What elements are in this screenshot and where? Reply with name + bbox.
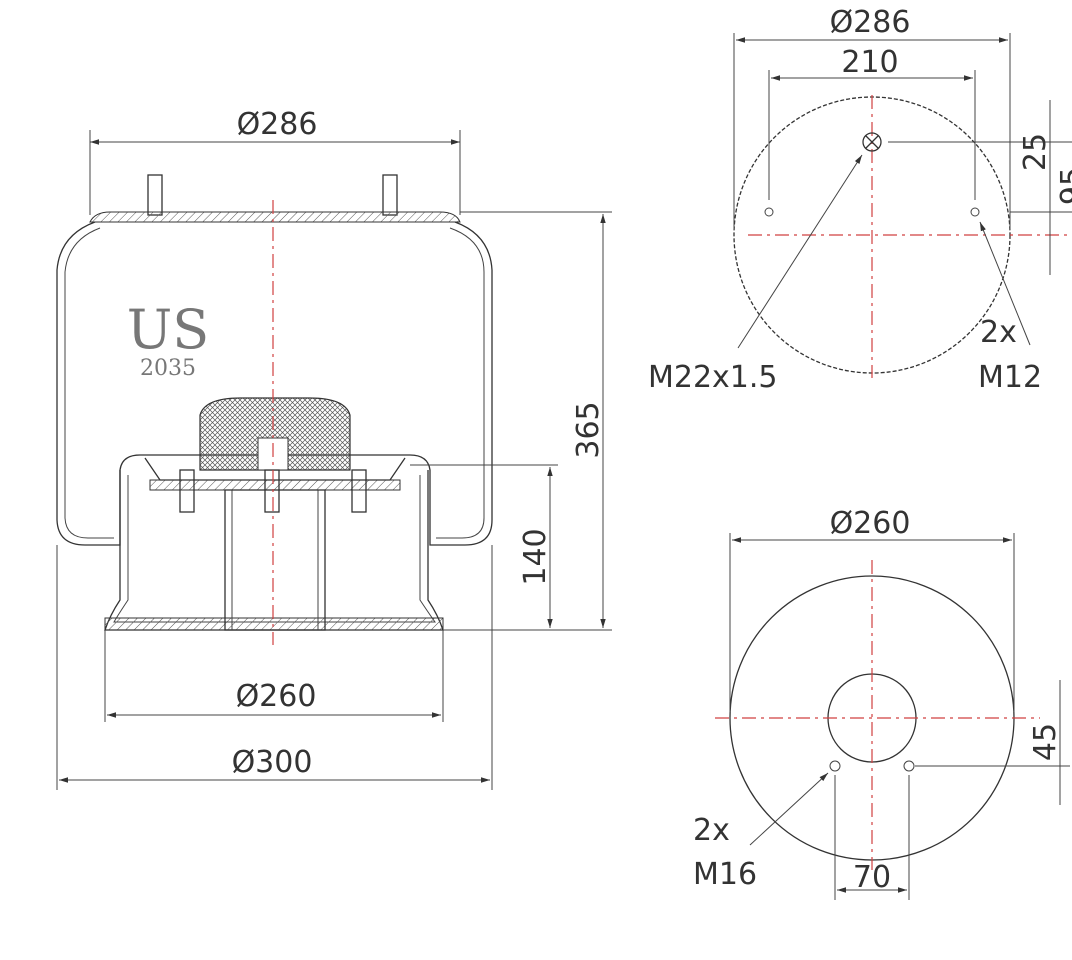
stud-hole [764, 207, 774, 217]
bolt-hole [903, 760, 915, 772]
dim-port-offset: 25 [1018, 133, 1053, 171]
piston-bolts [179, 469, 367, 513]
stud-hole [970, 207, 980, 217]
air-port-icon [862, 132, 882, 152]
air-port-label: M22x1.5 [648, 360, 778, 395]
dim-bolt-spacing: 70 [853, 860, 891, 895]
brand-logo: US [127, 298, 210, 361]
stud-thread-label: M12 [978, 360, 1042, 395]
dim-piston-height: 140 [518, 528, 553, 585]
stud-count-label: 2x [980, 315, 1017, 350]
dim-bottom-diameter: Ø260 [830, 506, 911, 541]
bellows [56, 221, 493, 546]
dim-height: 365 [571, 401, 606, 458]
bottom-plate-view: Ø260 70 45 2x M16 [693, 506, 1070, 900]
side-view: US 2035 Ø286 365 140 Ø260 Ø300 [56, 107, 612, 790]
bump-stop [199, 397, 351, 471]
bolt-count-label: 2x [693, 813, 730, 848]
dim-overall-diameter: Ø300 [232, 745, 313, 780]
dim-piston-diameter: Ø260 [236, 679, 317, 714]
top-plate [89, 211, 461, 223]
dim-plate-diameter: Ø286 [830, 5, 911, 40]
bolt-thread-label: M16 [693, 857, 757, 892]
bolt-hole [829, 760, 841, 772]
dim-top-diameter: Ø286 [237, 107, 318, 142]
dim-stud-offset: 95 [1055, 167, 1072, 205]
dim-stud-spacing: 210 [841, 45, 898, 80]
model-number: 2035 [140, 356, 196, 381]
piston [104, 470, 444, 631]
dim-bolt-offset: 45 [1028, 723, 1063, 761]
top-plate-view: Ø286 210 25 95 M22x1.5 2x M12 [648, 5, 1072, 395]
